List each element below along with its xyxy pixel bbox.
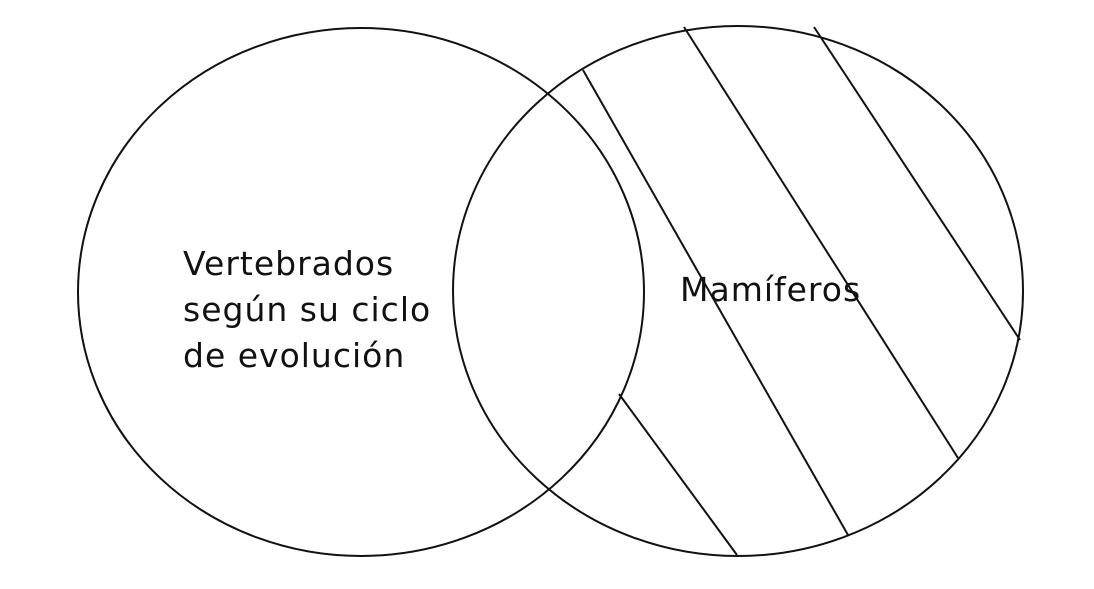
label-line: Vertebrados	[183, 244, 395, 283]
label-line: según su ciclo	[183, 290, 432, 329]
label-line: de evolución	[183, 336, 406, 375]
hatch-line	[813, 26, 1021, 341]
set-label-mamiferos: Mamíferos	[680, 267, 861, 313]
hatch-line	[683, 26, 959, 459]
set-circle-vertebrados	[77, 27, 645, 557]
set-circle-mamiferos	[452, 25, 1024, 557]
set-label-vertebrados: Vertebrados según su ciclo de evolución	[183, 241, 431, 379]
hatch-line	[618, 393, 738, 556]
hatch-line	[582, 69, 849, 536]
label-line: Mamíferos	[680, 270, 862, 309]
